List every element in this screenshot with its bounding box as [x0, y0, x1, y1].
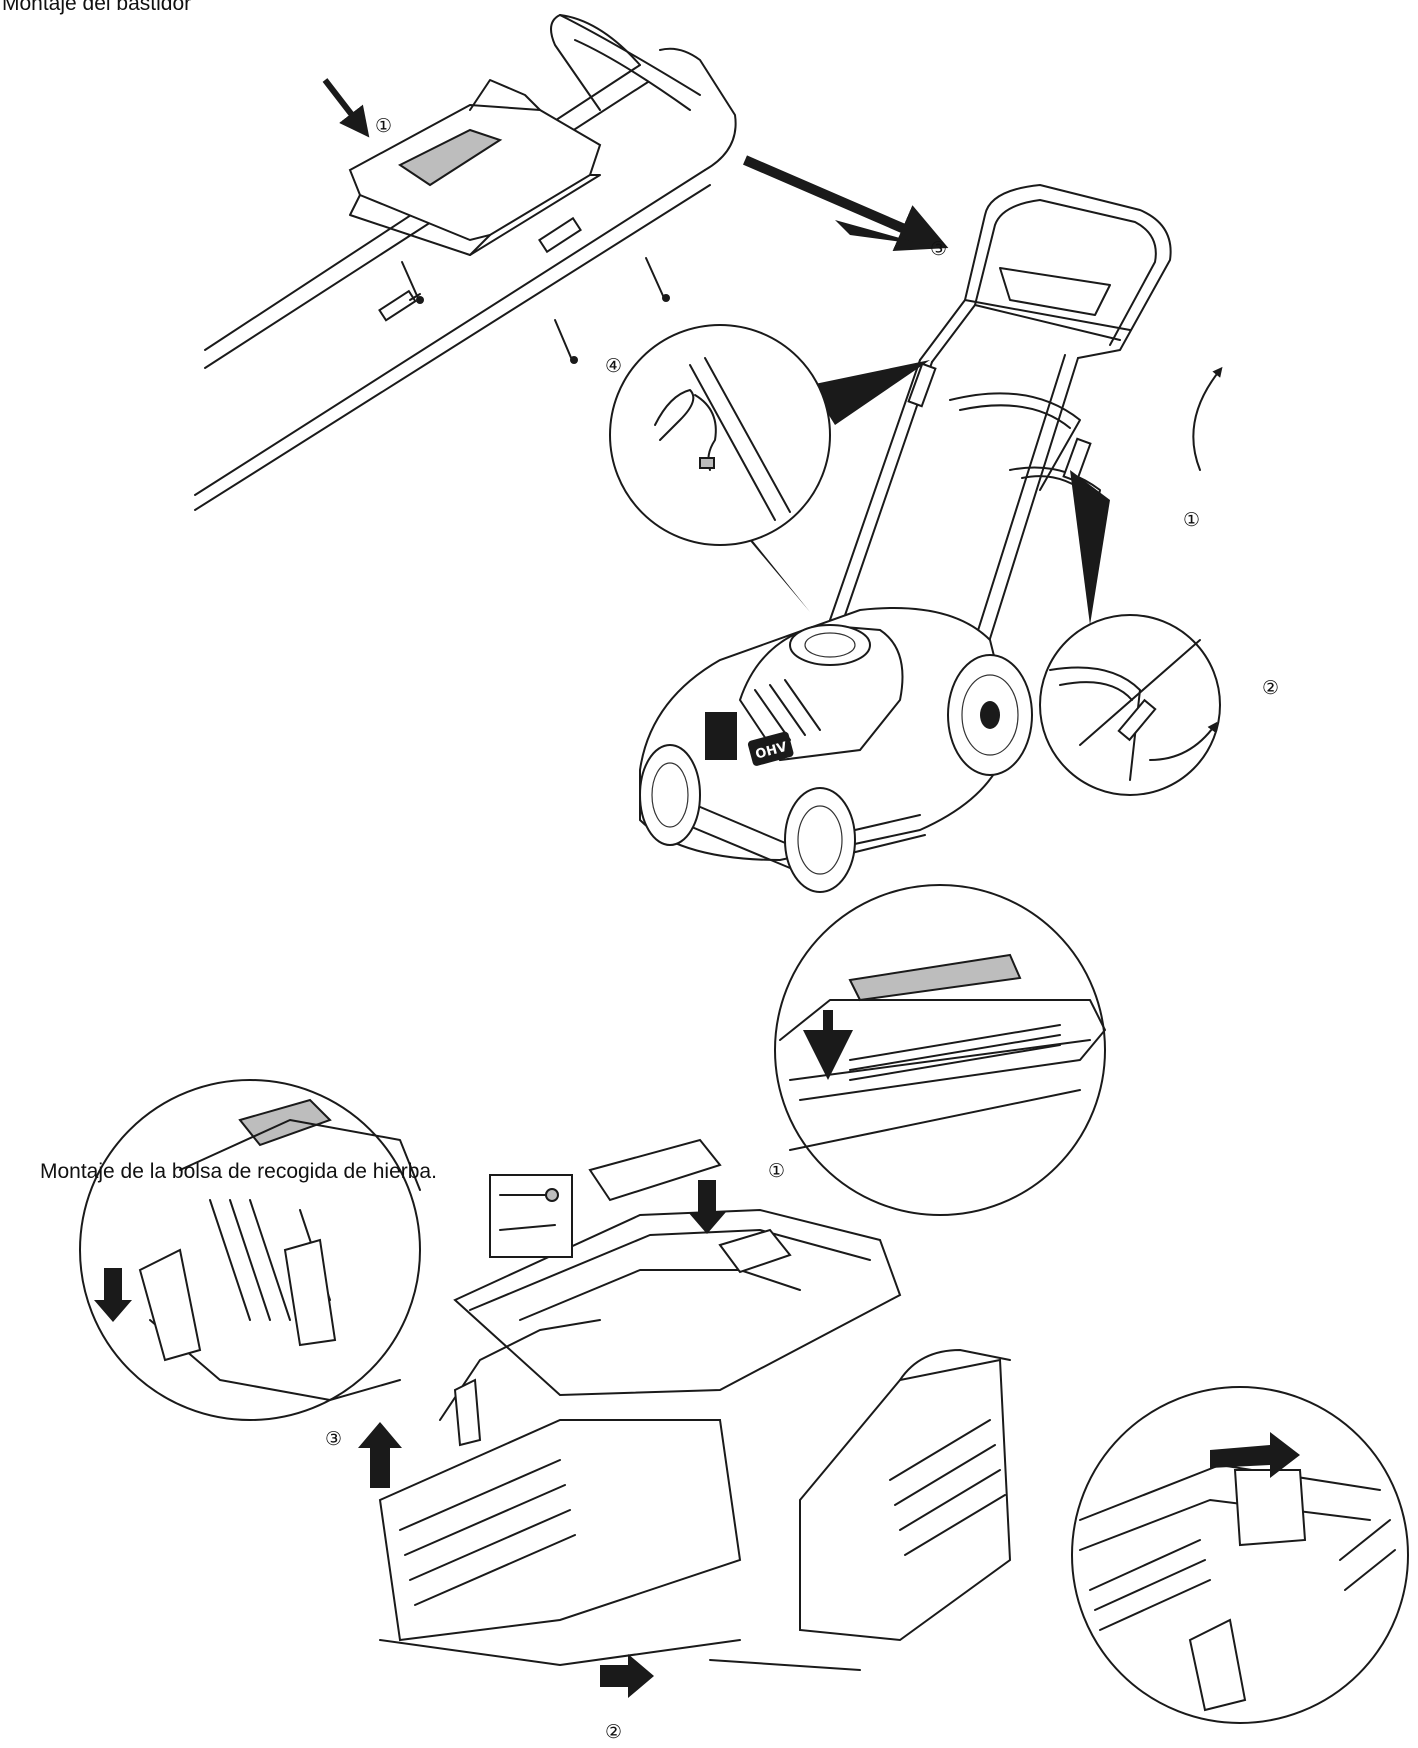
step-marker-screws: ④ — [605, 355, 622, 377]
step-marker-fold-up: ① — [1183, 509, 1200, 531]
step-marker-bag-handle: ① — [768, 1160, 785, 1182]
step-marker-handle-arrow: ③ — [930, 238, 947, 260]
lever-detail-circle — [1039, 470, 1221, 796]
bag-handle-detail-circle — [774, 884, 1106, 1216]
step-marker-bag-frame: ③ — [325, 1428, 342, 1450]
bag-frame-detail-circle — [79, 1079, 421, 1421]
step-marker-bag-slide: ② — [605, 1721, 622, 1743]
step-marker-lever-detail: ② — [1262, 677, 1279, 699]
lawn-mower: OHV — [639, 184, 1223, 893]
bag-slide-detail-circle — [1071, 1386, 1409, 1724]
step-marker-handle-clip: ① — [375, 115, 392, 137]
grass-bag — [358, 1138, 1012, 1698]
upper-handle-detail — [194, 14, 949, 511]
frame-assembly-caption: Montaje del bastidor — [2, 0, 192, 15]
cable-detail-circle — [609, 324, 930, 612]
bag-assembly-caption: Montaje de la bolsa de recogida de hierb… — [40, 1160, 437, 1183]
